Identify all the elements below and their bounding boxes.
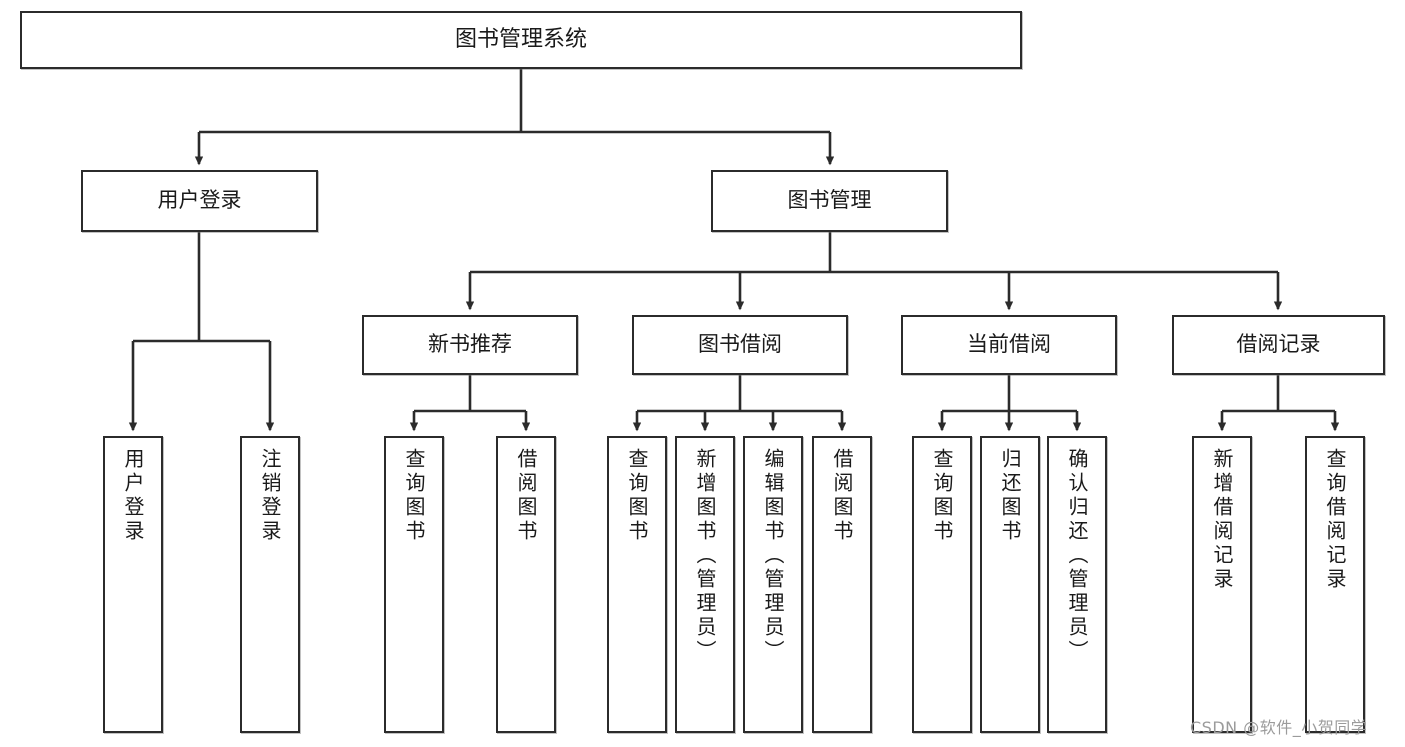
leaf-add-book-admin[interactable]: 新增图书（管理员） (675, 436, 735, 733)
leaf-query-book-recommend[interactable]: 查询图书 (384, 436, 444, 733)
node-label: 借阅记录 (1236, 332, 1321, 357)
node-label: 当前借阅 (967, 332, 1051, 357)
node-new-book-recommendation[interactable]: 新书推荐 (362, 315, 578, 375)
node-label: 归还图书 (998, 448, 1022, 544)
node-book-borrowing[interactable]: 图书借阅 (632, 315, 848, 375)
leaf-edit-book-admin[interactable]: 编辑图书（管理员） (743, 436, 803, 733)
leaf-borrow-book[interactable]: 借阅图书 (812, 436, 872, 733)
node-label: 注销登录 (258, 448, 282, 544)
node-user-login[interactable]: 用户登录 (81, 170, 318, 232)
node-current-borrowing[interactable]: 当前借阅 (901, 315, 1117, 375)
leaf-logout[interactable]: 注销登录 (240, 436, 300, 733)
node-label: 新书推荐 (428, 332, 512, 357)
node-label: 查询图书 (402, 448, 426, 544)
node-label: 借阅图书 (830, 448, 854, 544)
node-label: 图书管理 (787, 188, 872, 213)
watermark-text: CSDN @软件_小贺同学 (1190, 718, 1368, 737)
node-label: 图书借阅 (698, 332, 782, 357)
node-label: 确认归还（管理员） (1065, 448, 1089, 664)
node-root-library-management-system[interactable]: 图书管理系统 (20, 11, 1022, 69)
leaf-query-borrow-record[interactable]: 查询借阅记录 (1305, 436, 1365, 733)
node-label: 用户登录 (121, 448, 145, 544)
node-label: 编辑图书（管理员） (761, 448, 785, 664)
node-label: 查询图书 (625, 448, 649, 544)
node-label: 图书管理系统 (454, 26, 587, 52)
node-label: 查询图书 (930, 448, 954, 544)
node-borrowing-record[interactable]: 借阅记录 (1172, 315, 1385, 375)
node-label: 借阅图书 (514, 448, 538, 544)
leaf-user-login[interactable]: 用户登录 (103, 436, 163, 733)
node-book-management[interactable]: 图书管理 (711, 170, 948, 232)
node-label: 新增借阅记录 (1210, 448, 1234, 592)
node-label: 查询借阅记录 (1323, 448, 1347, 592)
leaf-borrow-book-recommend[interactable]: 借阅图书 (496, 436, 556, 733)
leaf-return-book[interactable]: 归还图书 (980, 436, 1040, 733)
leaf-query-book-current[interactable]: 查询图书 (912, 436, 972, 733)
leaf-add-borrow-record[interactable]: 新增借阅记录 (1192, 436, 1252, 733)
node-label: 新增图书（管理员） (693, 448, 717, 664)
leaf-confirm-return-admin[interactable]: 确认归还（管理员） (1047, 436, 1107, 733)
leaf-query-book-borrow[interactable]: 查询图书 (607, 436, 667, 733)
node-label: 用户登录 (157, 188, 242, 213)
